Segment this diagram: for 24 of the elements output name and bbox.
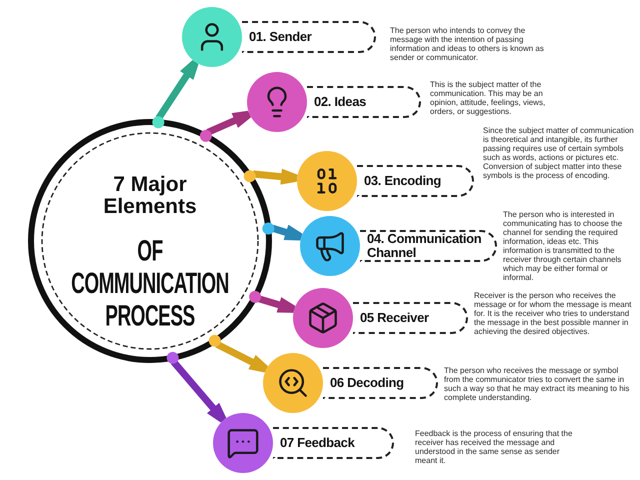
- description-text: The person who is interested in communicating has to choose the channel for sending the required information, ideas etc. This information is transmitted to the receiver through certain channels which may be either formal or informal.: [503, 210, 624, 282]
- description-text: The person who receives the message or symbol from the communicator tries to convert the same in such a way so that he may extract its meaning to his complete understanding.: [444, 366, 630, 402]
- label-pill: [307, 86, 421, 118]
- step-label: 07 Feedback: [280, 436, 356, 450]
- description-text: Receiver is the person who receives the message or for whom the message is meant for. It is the receiver who tries to understand the message in the best possible manner in achieving the desired objectives.: [474, 291, 632, 336]
- step-label: 02. Ideas: [314, 95, 368, 109]
- label-pill: [323, 367, 438, 399]
- description-text: Since the subject matter of communication is theoretical and intangible, its further passing requires use of certain symbols such as words, actions or pictures etc. Conversion of subject matter into these symbols is the process of encoding.: [483, 126, 635, 180]
- heading-text: 7 Major Elements: [102, 174, 198, 218]
- label-pill: [242, 21, 376, 53]
- title-circle: [28, 119, 272, 363]
- label-pill: [357, 165, 474, 197]
- label-pill: [273, 427, 394, 459]
- step-label: 05 Receiver: [360, 311, 430, 325]
- label-pill: [360, 230, 497, 262]
- description-text: The person who intends to convey the message with the intention of passing information and ideas to others is known as sender or communicator.: [390, 26, 545, 62]
- step-label: 03. Encoding: [364, 174, 442, 188]
- step-label: 06 Decoding: [330, 376, 405, 390]
- step-label: 04. Communication Channel: [367, 232, 482, 260]
- step-label: 01. Sender: [249, 30, 313, 44]
- title-text: OF COMMUNICATION PROCESS: [70, 236, 230, 334]
- label-pill: [353, 302, 468, 334]
- description-text: This is the subject matter of the communication. This may be an opinion, attitude, feelings, views, orders, or suggestions.: [430, 80, 546, 116]
- description-text: Feedback is the process of ensuring that the receiver has received the message and understood in the same sense as sender meant it.: [415, 429, 574, 465]
